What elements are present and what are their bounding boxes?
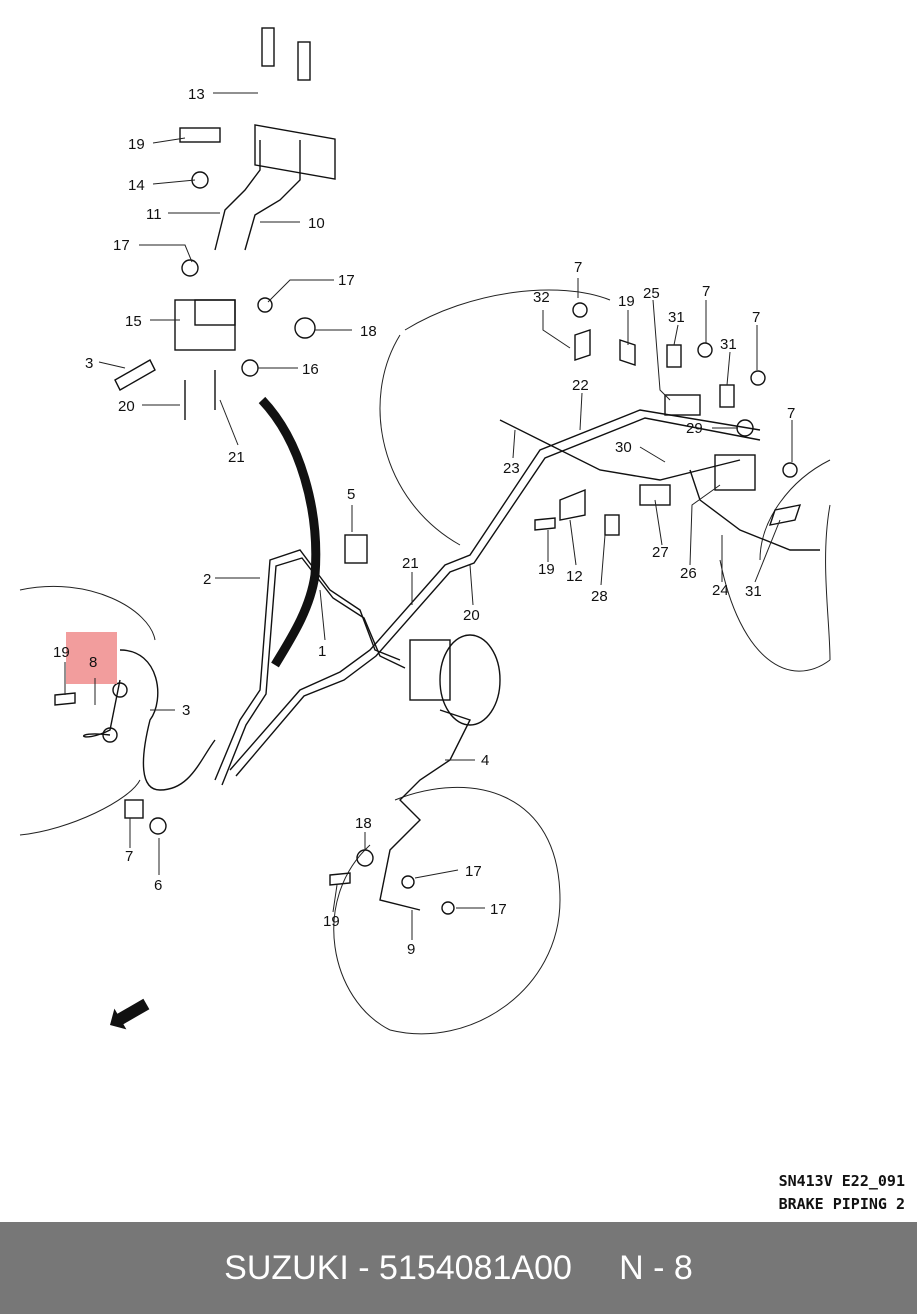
fwd-arrow-icon: [110, 998, 150, 1030]
callout-31: 31: [668, 309, 685, 326]
callout-11: 11: [146, 206, 162, 223]
callout-18: 18: [355, 815, 372, 832]
callout-15: 15: [125, 313, 142, 330]
callout-23: 23: [503, 460, 520, 477]
callout-30: 30: [615, 439, 632, 456]
callout-9: 9: [407, 941, 415, 958]
wheel-outlines: [19, 289, 831, 1035]
callout-17: 17: [113, 237, 130, 254]
callout-17: 17: [465, 863, 482, 880]
callout-20: 20: [118, 398, 135, 415]
callout-4: 4: [481, 752, 489, 769]
callout-19: 19: [538, 561, 555, 578]
callout-2: 2: [203, 571, 211, 588]
callout-3: 3: [85, 355, 93, 372]
callout-16: 16: [302, 361, 319, 378]
callout-25: 25: [643, 285, 660, 302]
callout-12: 12: [566, 568, 583, 585]
callout-19: 19: [323, 913, 340, 930]
callout-13: 13: [188, 86, 205, 103]
callout-20: 20: [463, 607, 480, 624]
diagram-code: SN413V E22_091: [778, 1172, 905, 1190]
callout-32: 32: [533, 289, 550, 306]
callout-26: 26: [680, 565, 697, 582]
callout-21: 21: [402, 555, 419, 572]
components: [54, 27, 802, 915]
part-number-label: SUZUKI - 5154081A00 N - 8: [224, 1248, 693, 1287]
callout-19: 19: [53, 644, 70, 661]
brake-piping-diagram: 13 19 14 11 10 17 17 15 18 3 16 20 21 5 …: [19, 27, 831, 1035]
callout-5: 5: [347, 486, 355, 503]
callout-22: 22: [572, 377, 589, 394]
callout-28: 28: [591, 588, 608, 605]
callout-29: 29: [686, 420, 703, 437]
callout-7: 7: [752, 309, 760, 326]
leader-lines: [64, 92, 793, 940]
callout-7: 7: [787, 405, 795, 422]
brake-pipes: [83, 140, 820, 911]
callout-31: 31: [720, 336, 737, 353]
callout-6: 6: [154, 877, 162, 894]
callout-24: 24: [712, 582, 729, 599]
callout-18: 18: [360, 323, 377, 340]
callout-7: 7: [702, 283, 710, 300]
callout-31: 31: [745, 583, 762, 600]
callout-19: 19: [128, 136, 145, 153]
callout-17: 17: [490, 901, 507, 918]
callout-14: 14: [128, 177, 145, 194]
highlight-part-8: [66, 632, 117, 684]
callout-19: 19: [618, 293, 635, 310]
callout-10: 10: [308, 215, 325, 232]
callout-8: 8: [89, 654, 97, 671]
callout-27: 27: [652, 544, 669, 561]
callout-3: 3: [182, 702, 190, 719]
callout-1: 1: [318, 643, 326, 660]
diagram-title: BRAKE PIPING 2: [778, 1195, 905, 1213]
callout-7: 7: [574, 259, 582, 276]
callout-17: 17: [338, 272, 355, 289]
callout-7: 7: [125, 848, 133, 865]
callout-21: 21: [228, 449, 245, 466]
callout-labels: 13 19 14 11 10 17 17 15 18 3 16 20 21 5 …: [53, 86, 795, 958]
footer-bar: SUZUKI - 5154081A00 N - 8: [0, 1222, 917, 1314]
